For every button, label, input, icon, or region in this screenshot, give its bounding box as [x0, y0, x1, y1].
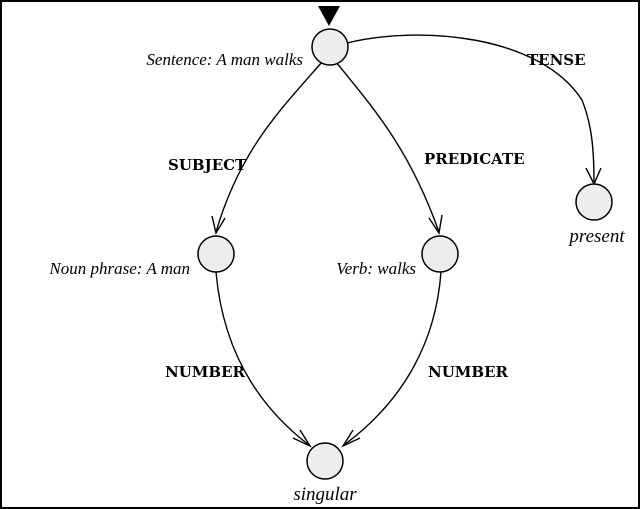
edge-label-number-right: NUMBER — [428, 363, 509, 381]
node-verb — [421, 235, 459, 273]
node-singular — [306, 442, 344, 480]
edge-label-number-left: NUMBER — [165, 363, 246, 381]
edge-subject — [211, 61, 323, 235]
edge-label-tense: TENSE — [527, 51, 586, 69]
edge-predicate — [335, 61, 443, 235]
node-label-present: present — [567, 226, 625, 247]
edge-label-predicate: PREDICATE — [424, 150, 525, 168]
edge-number-left — [215, 271, 312, 448]
node-label-singular: singular — [293, 484, 357, 505]
node-label-sentence: Sentence: A man walks — [146, 50, 303, 69]
node-label-verb: Verb: walks — [336, 259, 416, 278]
root-marker-triangle — [318, 6, 340, 26]
node-noun-phrase — [197, 235, 235, 273]
edge-number-right — [341, 271, 442, 448]
node-label-noun-phrase: Noun phrase: A man — [48, 259, 190, 278]
node-sentence — [311, 28, 349, 66]
edge-label-subject: SUBJECT — [168, 156, 247, 174]
node-present — [575, 183, 613, 221]
